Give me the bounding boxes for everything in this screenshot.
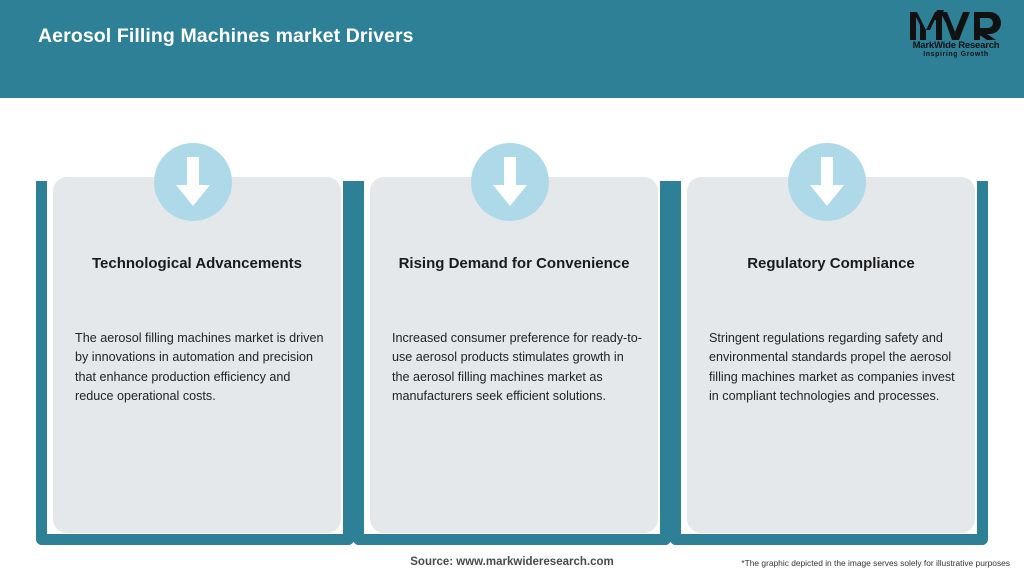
logo-tagline: Inspiring Growth	[923, 51, 989, 58]
card-accent-frame	[36, 181, 354, 545]
arrow-down-badge	[788, 143, 866, 221]
arrow-down-icon	[810, 157, 844, 206]
logo-company-name: MarkWide Research	[912, 40, 1000, 51]
card-panel[interactable]: Technological Advancements The aerosol f…	[53, 177, 341, 533]
card-accent-frame	[670, 181, 988, 545]
arrow-down-badge	[471, 143, 549, 221]
card-body-text: Increased consumer preference for ready-…	[392, 331, 642, 404]
card-body-text: The aerosol filling machines market is d…	[75, 331, 324, 404]
card-title: Technological Advancements	[91, 255, 303, 272]
mwr-monogram-icon	[910, 10, 1001, 40]
arrow-down-badge	[154, 143, 232, 221]
header-bar	[0, 0, 1024, 98]
card-accent-frame	[353, 181, 671, 545]
brand-logo: MarkWide Research Inspiring Growth	[904, 8, 1008, 64]
card-panel[interactable]: Regulatory Compliance Stringent regulati…	[687, 177, 975, 533]
card-title: Regulatory Compliance	[747, 255, 915, 272]
card-title: Rising Demand for Convenience	[398, 255, 630, 272]
disclaimer-note: *The graphic depicted in the image serve…	[741, 558, 1010, 568]
arrow-down-icon	[493, 157, 527, 206]
card-body-text: Stringent regulations regarding safety a…	[709, 331, 955, 404]
page-title: Aerosol Filling Machines market Drivers	[38, 25, 414, 47]
source-note: Source: www.markwideresearch.com	[410, 556, 614, 568]
card-panel[interactable]: Rising Demand for Convenience Increased …	[370, 177, 658, 533]
arrow-down-icon	[176, 157, 210, 206]
